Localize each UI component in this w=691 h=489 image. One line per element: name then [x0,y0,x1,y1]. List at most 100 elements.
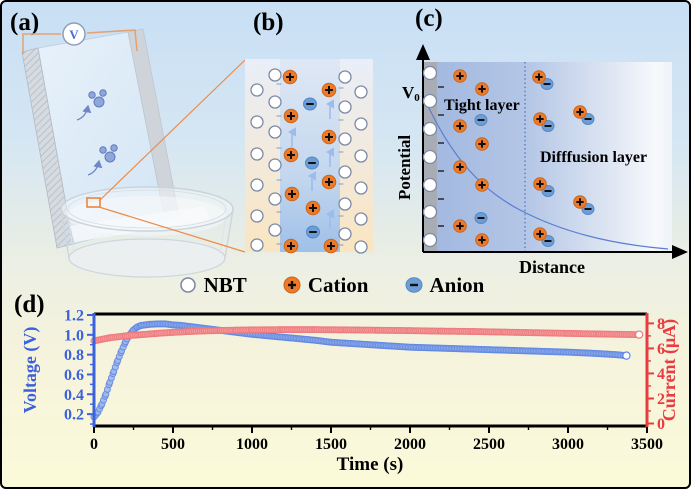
ion-channel-diagram [245,59,373,254]
nbt-icon [268,68,282,82]
nbt-icon [354,149,368,163]
voltage-tick-label: 0.6 [64,367,84,384]
legend-label: Anion [429,272,485,297]
cation-icon [475,233,489,247]
nbt-icon [422,177,438,193]
nbt-icon [338,70,352,84]
current-tick-label: 8 [657,316,665,333]
nbt-icon [268,125,282,139]
cation-icon [475,137,489,151]
double-layer-diagram: V0 Potential Tight layer Difffusion laye… [395,44,688,277]
legend-item-anion: Anion [405,272,485,298]
wire-left [22,33,61,54]
cell-schematic: V [21,22,234,278]
cation-icon [533,112,547,126]
cation-icon [321,82,337,98]
anion-icon [305,156,319,170]
left-electrode-bar [21,47,74,249]
x-tick-label: 3000 [552,436,584,453]
voltage-tick-label: 0.4 [64,387,84,404]
current-axis-label: Current (μA) [659,319,680,421]
nbt-icon [354,117,368,131]
x-tick-label: 2000 [394,436,426,453]
cation-icon [321,129,337,145]
wire-right [86,29,138,52]
nbt-icon [268,95,282,109]
cation-icon [305,200,321,216]
data-point-end [634,330,644,339]
cation-icon [475,82,489,96]
time-axis-label: Time (s) [337,454,404,475]
nbt-icon [422,149,438,165]
x-tick-label: 0 [90,436,98,453]
panel-a-label: (a) [10,9,40,36]
nbt-icon [338,227,352,241]
voltage-tick-label: 1.0 [64,327,84,344]
x-tick-label: 3500 [631,436,663,453]
voltmeter-label: V [69,27,79,42]
cation-icon [283,147,299,163]
nbt-icon [268,192,282,206]
panel-c-label: (c) [415,5,443,32]
nbt-icon [354,85,368,99]
anion-icon [306,225,320,239]
nbt-icon [422,93,438,109]
nbt-icon [268,158,282,172]
cation-icon [532,70,546,84]
cation-icon [453,219,467,233]
current-tick-label: 6 [657,341,665,358]
current-tick-label: 0 [657,416,665,433]
v0-label: V0 [402,83,420,104]
cation-icon [321,174,337,190]
nbt-icon [422,65,438,81]
voltage-tick-label: 0.2 [64,407,84,424]
cation-icon [282,69,298,85]
figure-legend: NBT Cation Anion [2,271,675,299]
diffusion-layer-label: Difffusion layer [540,149,647,166]
cation-icon [453,69,467,83]
legend-label: NBT [203,272,247,297]
voltage-axis-label: Voltage (V) [20,327,41,414]
cation-icon [475,178,489,192]
anion-icon [541,119,555,133]
cation-icon [533,227,547,241]
cation-icon [573,105,587,119]
voltage-tick-label: 0.8 [64,347,84,364]
nbt-icon [250,178,264,192]
nbt-icon [422,204,438,220]
anion-icon [474,211,488,225]
tight-layer-label: Tight layer [444,97,520,114]
current-series [90,326,644,345]
nbt-icon [250,147,264,161]
potential-axis-label: Potential [395,135,414,200]
nbt-icon [422,232,438,248]
nbt-icon [354,181,368,195]
voltage-tick-label: 1.2 [64,307,84,324]
cation-icon [453,160,467,174]
anion-icon [303,97,317,111]
nbt-icon [250,238,264,252]
nbt-icon [338,165,352,179]
anion-icon [405,277,422,293]
nbt-icon [338,100,352,114]
x-tick-label: 1500 [315,436,347,453]
cation-icon [284,186,300,202]
potential-decay-curve [422,94,669,250]
legend-item-nbt: NBT [179,273,247,298]
data-point-end [622,351,631,360]
cation-icon [573,195,587,209]
panel-d-label: (d) [14,291,45,318]
cation-icon [533,177,547,191]
distance-axis-label: Distance [519,257,585,277]
nbt-icon [250,115,264,129]
nbt-icon [338,197,352,211]
x-tick-label: 500 [161,436,185,453]
panel-b-label: (b) [253,9,284,36]
cation-icon [323,238,339,254]
legend-label: Cation [307,272,369,297]
nbt-icon [354,212,368,226]
cation-icon [283,276,301,294]
nbt-icon [422,121,438,137]
